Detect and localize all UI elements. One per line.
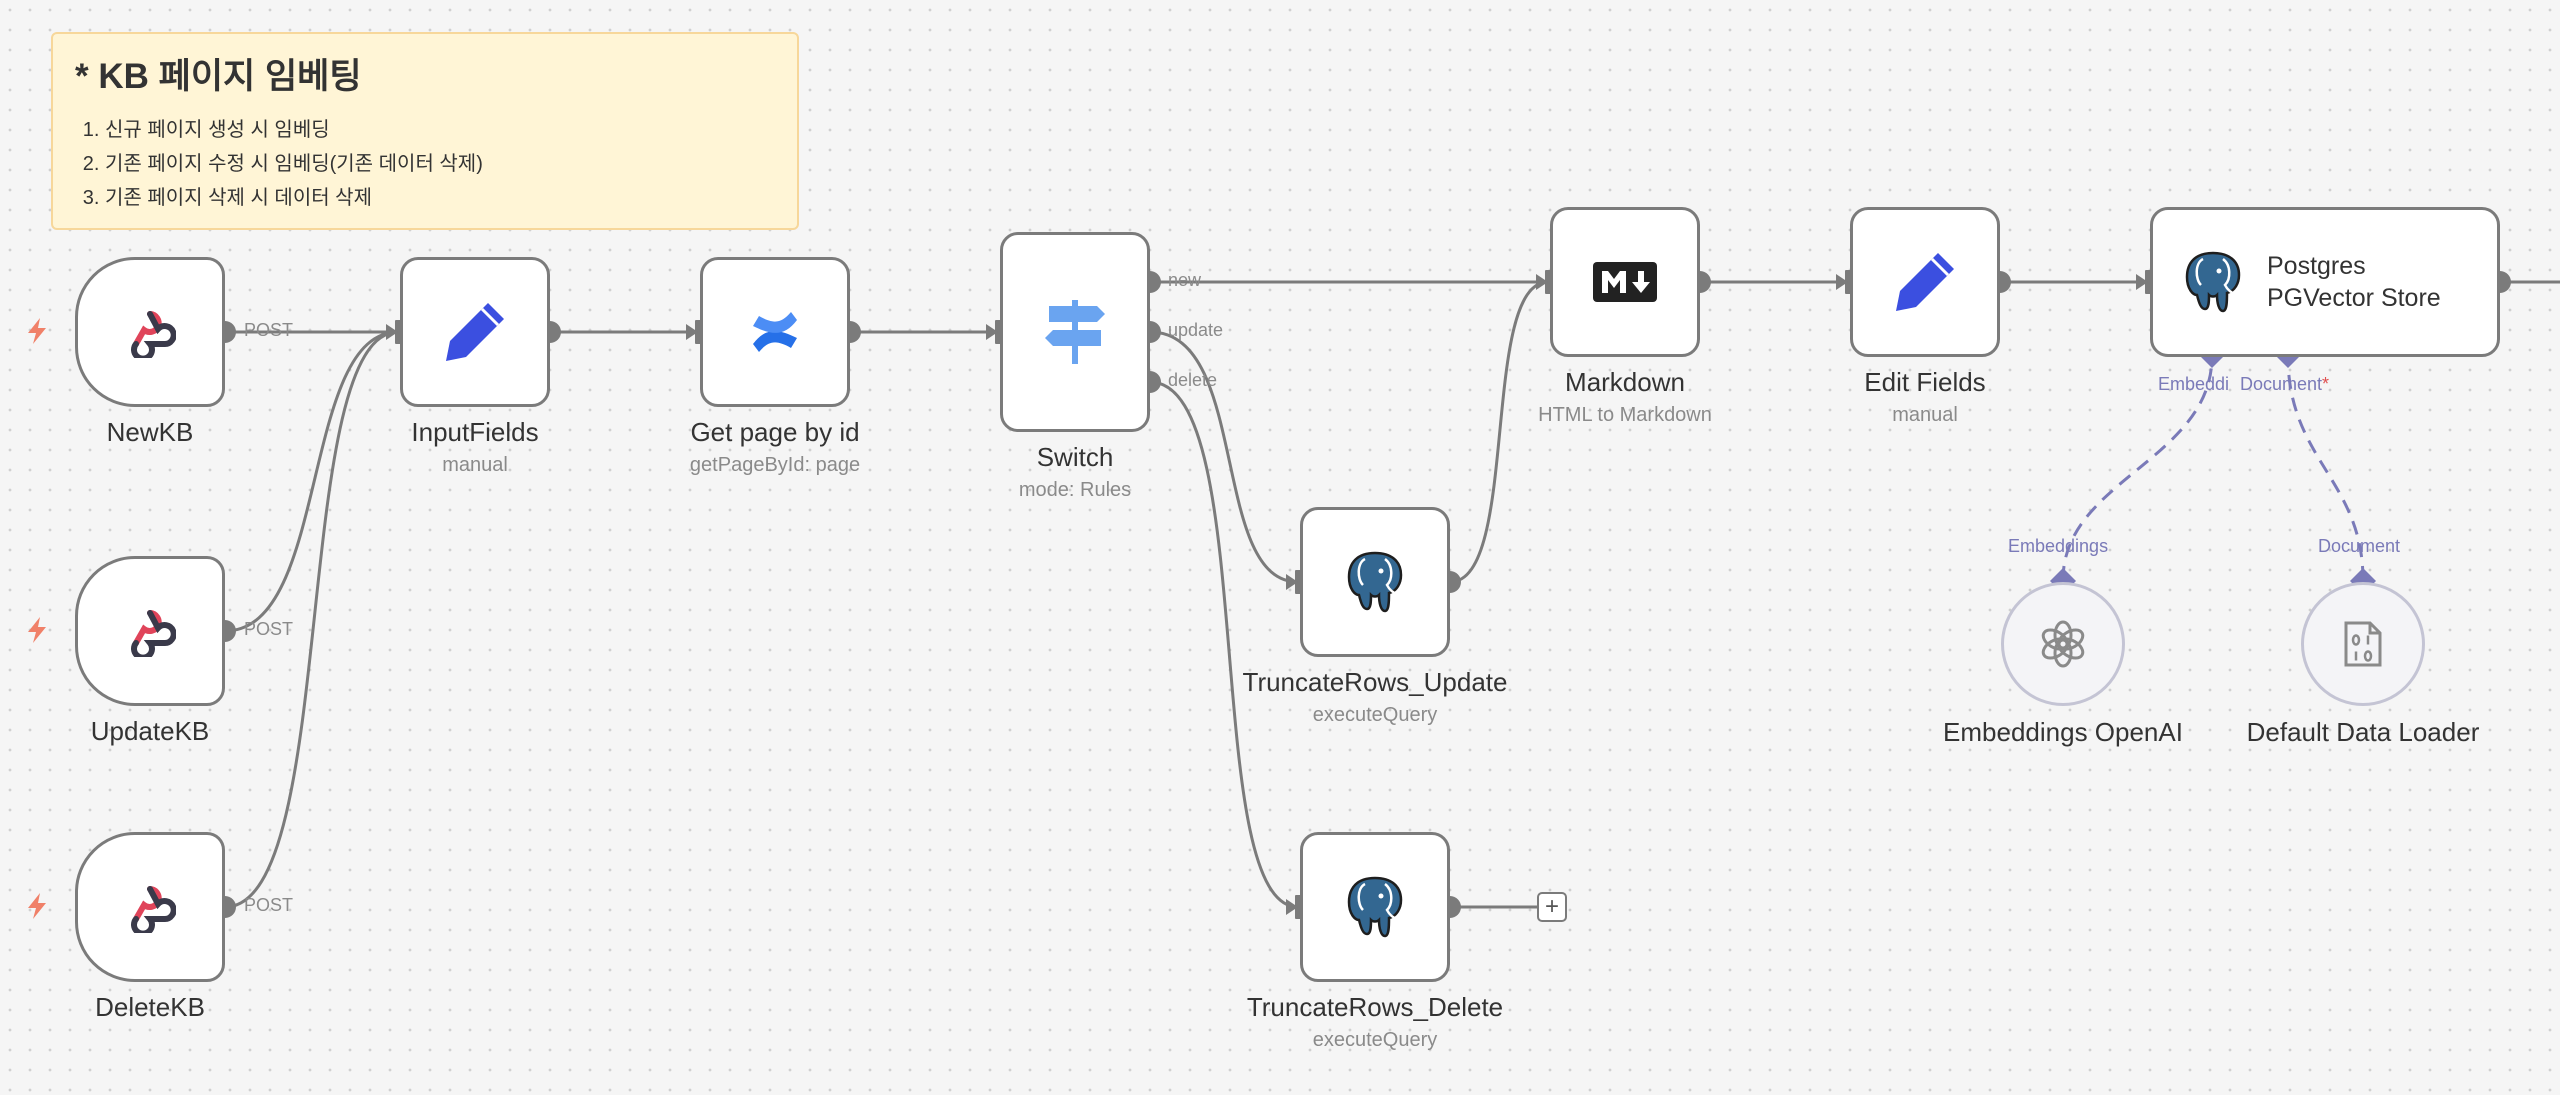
node-inputfields[interactable]: [400, 257, 550, 407]
node-truncaterows-update[interactable]: [1300, 507, 1450, 657]
document-input-text: Document: [2240, 374, 2323, 394]
node-edit-fields-label: Edit Fields: [1864, 367, 1986, 397]
switch-output-delete: delete: [1168, 370, 1218, 390]
node-embeddings-openai-label: Embeddings OpenAI: [1943, 717, 2183, 747]
switch-output-new: new: [1168, 270, 1202, 290]
node-edit-fields-subtitle: manual: [1892, 404, 1958, 426]
confluence-icon: [753, 312, 797, 352]
node-postgres-pgvector-store-label: Postgres PGVector Store: [2267, 250, 2441, 314]
node-switch[interactable]: [1000, 232, 1150, 432]
pencil-icon: [1896, 253, 1954, 311]
node-deletekb-port-label: POST: [244, 895, 294, 915]
sticky-note-item: 기존 페이지 삭제 시 데이터 삭제: [105, 181, 775, 215]
edge-switch-delete-truncate: [1149, 380, 1299, 909]
node-updatekb-port-label: POST: [244, 619, 294, 639]
binary-document-icon: [2344, 621, 2382, 667]
webhook-icon: [131, 311, 176, 358]
node-default-data-loader-label: Default Data Loader: [2246, 717, 2480, 747]
node-markdown[interactable]: [1550, 207, 1700, 357]
pgvector-input-embeddings-label: Embeddi: [2158, 374, 2230, 394]
node-updatekb[interactable]: [75, 556, 225, 706]
node-inputfields-label: InputFields: [411, 417, 539, 447]
postgres-elephant-icon: [1347, 876, 1403, 938]
document-output-label: Document: [2318, 536, 2401, 556]
signpost-icon: [1045, 300, 1105, 364]
postgres-elephant-icon: [2185, 251, 2241, 313]
node-get-page-by-id-subtitle: getPageById: page: [689, 454, 861, 476]
node-switch-subtitle: mode: Rules: [1018, 479, 1132, 501]
trigger-bolt-icon: [28, 318, 46, 344]
node-name-line: PGVector Store: [2267, 284, 2441, 312]
postgres-elephant-icon: [1347, 551, 1403, 613]
switch-output-update: update: [1168, 320, 1224, 340]
sticky-note[interactable]: * KB 페이지 임베팅 신규 페이지 생성 시 임베딩 기존 페이지 수정 시…: [51, 32, 799, 230]
node-edit-fields[interactable]: [1850, 207, 2000, 357]
node-markdown-label: Markdown: [1565, 367, 1685, 397]
pencil-icon: [446, 303, 504, 361]
trigger-bolt-icon: [28, 893, 46, 919]
webhook-icon: [131, 610, 176, 657]
embeddings-output-label: Embeddings: [2008, 536, 2109, 556]
edge-updatekb-inputfields: [224, 330, 399, 633]
required-mark: *: [2322, 374, 2330, 394]
node-truncaterows-update-subtitle: executeQuery: [1312, 704, 1438, 726]
edge-switch-update-truncate: [1149, 330, 1299, 584]
node-postgres-pgvector-store[interactable]: Postgres PGVector Store: [2150, 207, 2500, 357]
edge-deletekb-inputfields: [224, 330, 399, 909]
pgvector-input-document-label: Document*: [2240, 374, 2329, 395]
node-truncaterows-update-label: TruncateRows_Update: [1242, 667, 1508, 697]
sticky-note-item: 신규 페이지 생성 시 임베딩: [105, 113, 775, 147]
node-truncaterows-delete[interactable]: [1300, 832, 1450, 982]
openai-icon: [2041, 620, 2085, 668]
edge-truncate-update-markdown: [1449, 280, 1549, 584]
node-switch-label: Switch: [1036, 442, 1114, 472]
edge-loader-pgvector: [2286, 355, 2365, 581]
node-embeddings-openai[interactable]: [2001, 582, 2125, 706]
node-updatekb-label: UpdateKB: [90, 716, 210, 746]
node-newkb-port-label: POST: [244, 320, 294, 340]
plus-icon: +: [1544, 893, 1559, 920]
node-default-data-loader[interactable]: [2301, 582, 2425, 706]
node-truncaterows-delete-label: TruncateRows_Delete: [1246, 992, 1504, 1022]
sticky-note-title: * KB 페이지 임베팅: [75, 57, 362, 96]
sticky-note-item: 기존 페이지 수정 시 임베딩(기존 데이터 삭제): [105, 147, 775, 181]
node-deletekb[interactable]: [75, 832, 225, 982]
node-get-page-by-id[interactable]: [700, 257, 850, 407]
node-newkb[interactable]: [75, 257, 225, 407]
node-name-line: Postgres: [2267, 252, 2366, 280]
node-deletekb-label: DeleteKB: [95, 992, 205, 1022]
trigger-bolt-icon: [28, 617, 46, 643]
node-markdown-subtitle: HTML to Markdown: [1538, 404, 1712, 426]
node-inputfields-subtitle: manual: [442, 454, 508, 476]
sticky-note-list: 신규 페이지 생성 시 임베딩 기존 페이지 수정 시 임베딩(기존 데이터 삭…: [75, 113, 775, 215]
edge-embeddings-pgvector: [2061, 355, 2214, 581]
node-get-page-by-id-label: Get page by id: [690, 417, 860, 447]
add-node-button[interactable]: +: [1537, 892, 1567, 922]
markdown-icon: [1593, 262, 1657, 302]
webhook-icon: [131, 886, 176, 933]
node-newkb-label: NewKB: [106, 417, 194, 447]
node-truncaterows-delete-subtitle: executeQuery: [1312, 1029, 1438, 1051]
